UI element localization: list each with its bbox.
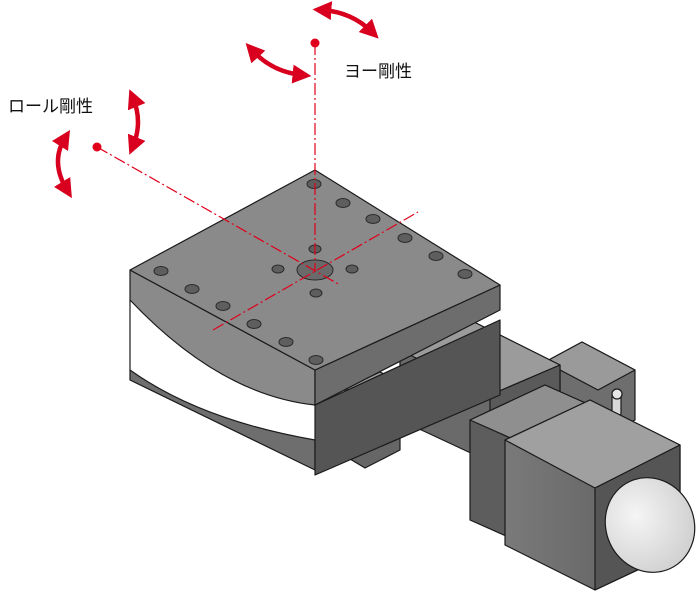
rotation-axes (96, 43, 419, 331)
yaw-axis-endpoint (310, 38, 320, 48)
roll-rotation-upper-icon (127, 89, 146, 155)
yaw-rotation-lower-icon (245, 43, 312, 84)
roll-rotation-lower-icon (51, 129, 72, 199)
roll-axis-endpoint (92, 142, 102, 152)
roll-stiffness-label: ロール剛性 (8, 97, 93, 117)
roll-axis-line (96, 146, 341, 286)
yaw-rotation-upper-icon (312, 1, 379, 39)
yaw-stiffness-label: ヨー剛性 (344, 62, 412, 82)
